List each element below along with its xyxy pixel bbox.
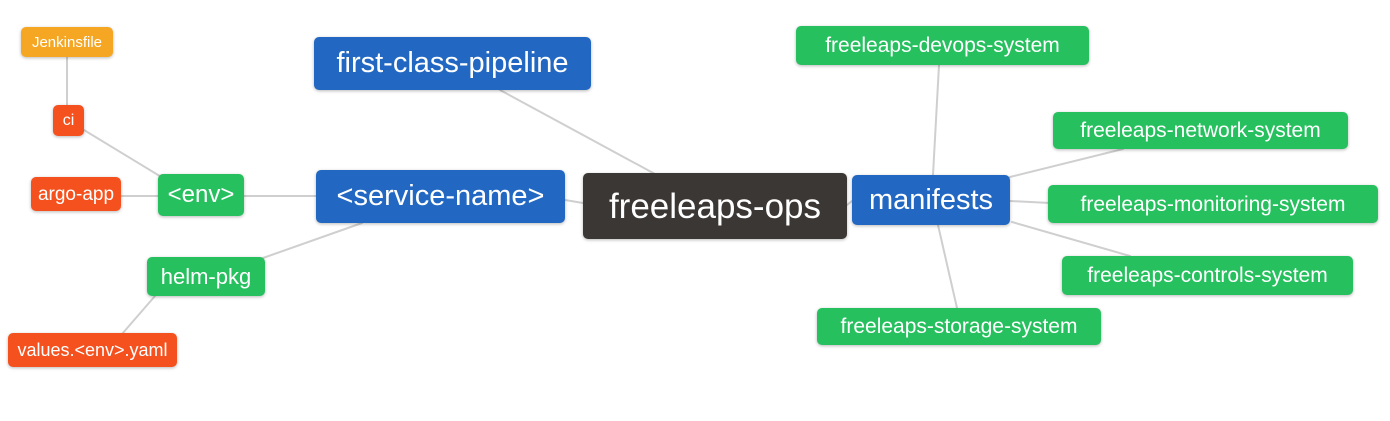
edge-freeleaps-ops-manifests <box>846 200 853 206</box>
node-values-env-yaml[interactable]: values.<env>.yaml <box>8 333 177 367</box>
node-controls-system[interactable]: freeleaps-controls-system <box>1062 256 1353 295</box>
edge-service-name-helm-pkg <box>262 222 363 259</box>
edge-manifests-monitoring-system <box>1009 200 1051 204</box>
node-service-name[interactable]: <service-name> <box>316 170 565 223</box>
node-manifests[interactable]: manifests <box>852 175 1010 225</box>
edge-service-name-freeleaps-ops <box>564 199 584 204</box>
node-network-system[interactable]: freeleaps-network-system <box>1053 112 1348 149</box>
edge-ci-env <box>83 129 164 179</box>
node-devops-system[interactable]: freeleaps-devops-system <box>796 26 1089 65</box>
node-argo-app[interactable]: argo-app <box>31 177 121 211</box>
node-jenkinsfile[interactable]: Jenkinsfile <box>21 27 113 57</box>
node-freeleaps-ops[interactable]: freeleaps-ops <box>583 173 847 239</box>
node-ci[interactable]: ci <box>53 105 84 136</box>
edge-first-class-pipeline-freeleaps-ops <box>499 89 656 175</box>
node-first-class-pipeline[interactable]: first-class-pipeline <box>314 37 591 90</box>
edge-helm-pkg-values-env-yaml <box>121 295 156 335</box>
edge-manifests-storage-system <box>937 224 958 309</box>
edge-manifests-devops-system <box>932 64 940 176</box>
node-monitoring-system[interactable]: freeleaps-monitoring-system <box>1048 185 1378 223</box>
node-env[interactable]: <env> <box>158 174 244 216</box>
node-storage-system[interactable]: freeleaps-storage-system <box>817 308 1101 345</box>
node-helm-pkg[interactable]: helm-pkg <box>147 257 265 296</box>
edge-manifests-network-system <box>1009 148 1124 178</box>
edge-manifests-controls-system <box>1011 221 1131 257</box>
